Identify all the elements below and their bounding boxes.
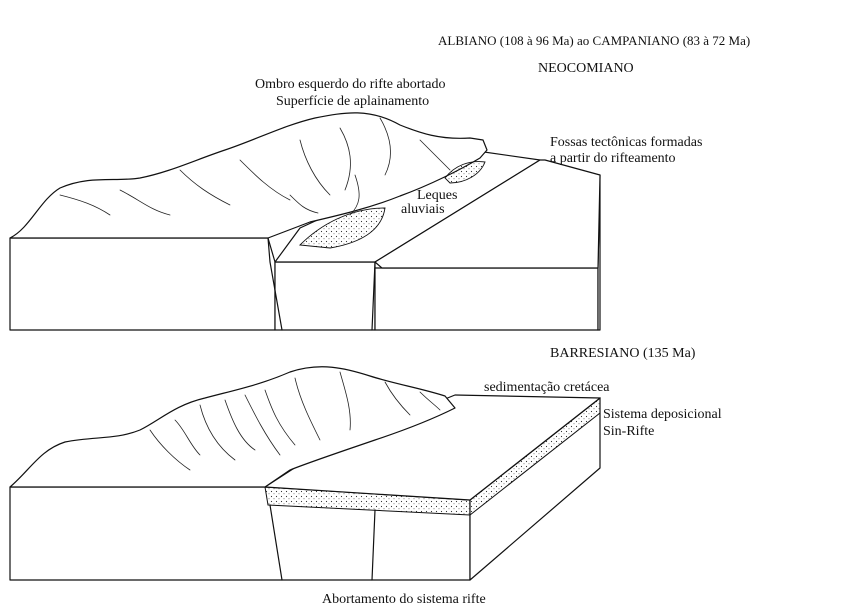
upper-grabens-label-line1: Fossas tectônicas formadas: [550, 135, 702, 150]
upper-right-front-face: [375, 268, 598, 330]
upper-fans-label-line1: Leques: [417, 188, 457, 203]
lower-system-label-line1: Sistema deposicional: [603, 407, 722, 422]
upper-fans-label-line2: aluviais: [401, 202, 445, 217]
upper-shoulder-label-line1: Ombro esquerdo do rifte abortado: [255, 77, 446, 92]
top-caption: ALBIANO (108 à 96 Ma) ao CAMPANIANO (83 …: [438, 33, 750, 48]
bottom-caption: Abortamento do sistema rifte: [322, 592, 486, 607]
lower-sedimentation-label: sedimentação cretácea: [484, 380, 610, 395]
upper-graben-front-face: [275, 262, 375, 330]
upper-stage-label: NEOCOMIANO: [538, 61, 634, 76]
upper-shoulder-label-line2: Superfície de aplainamento: [276, 94, 429, 109]
upper-grabens-label-line2: a partir do rifteamento: [550, 151, 676, 166]
upper-block-diagram: [10, 113, 600, 330]
lower-system-label-line2: Sin-Rifte: [603, 424, 654, 439]
lower-stage-label: BARRESIANO (135 Ma): [550, 346, 695, 361]
lower-block-diagram: [10, 367, 600, 580]
upper-left-front-face: [10, 238, 275, 330]
